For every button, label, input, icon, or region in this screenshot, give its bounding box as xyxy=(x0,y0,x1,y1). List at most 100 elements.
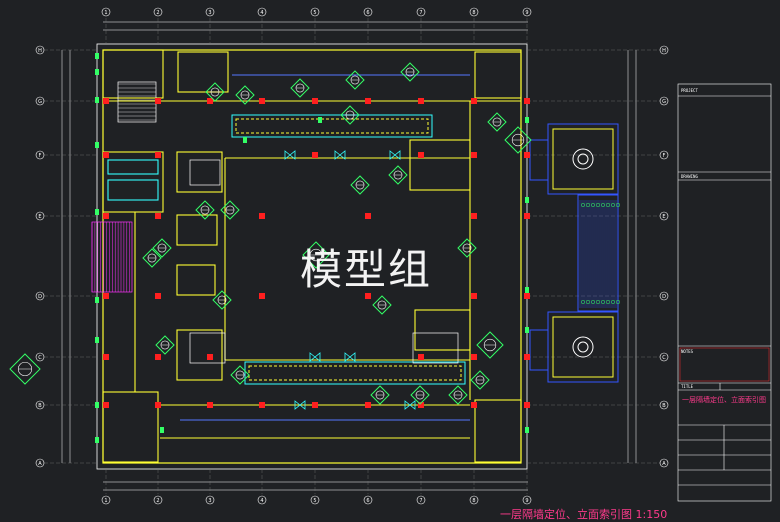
notes-label: NOTES xyxy=(681,349,694,354)
facade-block xyxy=(529,123,619,383)
notes-red-box xyxy=(679,347,770,382)
column xyxy=(312,98,318,104)
elevation-index-marker xyxy=(470,370,490,390)
grid-bubble-col: 4 xyxy=(257,7,267,17)
grid-bubble-row: A xyxy=(35,458,45,468)
grid-label-col: 9 xyxy=(525,498,528,504)
elevation-index-marker xyxy=(212,290,232,310)
grid-label-col: 5 xyxy=(313,498,316,504)
grid-bubble-col: 2 xyxy=(153,7,163,17)
grid-label-col: 2 xyxy=(156,498,159,504)
column xyxy=(471,293,477,299)
fixture xyxy=(95,297,99,303)
grid-bubble-col: 8 xyxy=(469,7,479,17)
grid-label-row: D xyxy=(38,294,42,300)
grid-bubble-col: 9 xyxy=(522,7,532,17)
fixture xyxy=(525,117,529,123)
grid-bubble-col: 6 xyxy=(363,495,373,505)
grid-label-row: H xyxy=(38,48,42,54)
door-swing xyxy=(294,400,306,410)
column xyxy=(103,354,109,360)
elevation-index-marker xyxy=(372,295,392,315)
column xyxy=(155,354,161,360)
column xyxy=(312,402,318,408)
door-swing xyxy=(404,400,416,410)
column xyxy=(207,354,213,360)
title-label: TITLE xyxy=(681,384,694,389)
column xyxy=(524,293,530,299)
grid-bubble-row: H xyxy=(35,45,45,55)
column xyxy=(259,213,265,219)
grid-label-col: 7 xyxy=(419,498,422,504)
column xyxy=(524,402,530,408)
fixture xyxy=(160,427,164,433)
grid-label-col: 3 xyxy=(208,498,211,504)
column xyxy=(418,98,424,104)
grid-label-row: F xyxy=(663,153,666,159)
column xyxy=(365,98,371,104)
fixture xyxy=(525,197,529,203)
grid-label-row: C xyxy=(38,355,42,361)
fixtures xyxy=(95,53,529,443)
column xyxy=(471,213,477,219)
grid-bubble-col: 7 xyxy=(416,7,426,17)
grid-bubble-col: 1 xyxy=(101,7,111,17)
elevation-index-marker xyxy=(410,385,430,405)
grid-label-col: 8 xyxy=(472,10,475,16)
grid-label-row: E xyxy=(662,214,665,220)
column xyxy=(418,152,424,158)
column xyxy=(155,293,161,299)
column xyxy=(103,152,109,158)
grid-label-col: 9 xyxy=(525,10,528,16)
column xyxy=(312,152,318,158)
grid-bubble-row: E xyxy=(659,211,669,221)
grid-bubble-row: E xyxy=(35,211,45,221)
grid-label-col: 4 xyxy=(260,498,263,504)
column xyxy=(155,98,161,104)
grid-label-row: A xyxy=(38,461,42,467)
elevation-index-marker xyxy=(350,175,370,195)
corridor-bands xyxy=(180,74,470,421)
grid-label-col: 2 xyxy=(156,10,159,16)
fixture xyxy=(95,337,99,343)
fixture xyxy=(95,402,99,408)
inner-wall-outline xyxy=(102,49,522,464)
elevation-index-marker xyxy=(370,385,390,405)
grid-label-col: 6 xyxy=(366,498,369,504)
column xyxy=(524,213,530,219)
grid-bubble-col: 5 xyxy=(310,7,320,17)
elevation-index-marker xyxy=(302,241,330,269)
dimension-lines xyxy=(61,21,637,491)
grid-label-col: 4 xyxy=(260,10,263,16)
stairs xyxy=(91,81,459,364)
grid-label-row: G xyxy=(662,99,666,105)
grid-label-row: E xyxy=(38,214,41,220)
elevation-index-marker xyxy=(152,238,172,258)
grid-label-row: C xyxy=(662,355,666,361)
grid-bubble-col: 5 xyxy=(310,495,320,505)
column xyxy=(418,402,424,408)
grid-label-col: 7 xyxy=(419,10,422,16)
elevation-index-marker xyxy=(504,126,532,154)
grid-label-row: B xyxy=(38,403,42,409)
fixture xyxy=(95,97,99,103)
column xyxy=(524,152,530,158)
grid-bubble-col: 8 xyxy=(469,495,479,505)
column xyxy=(471,98,477,104)
building-outline xyxy=(96,43,528,470)
column xyxy=(471,402,477,408)
elevation-index-marker xyxy=(345,70,365,90)
column xyxy=(418,354,424,360)
column xyxy=(155,402,161,408)
grid-bubble-row: H xyxy=(659,45,669,55)
drawing-label: DRAWING xyxy=(681,174,698,179)
elevation-index-marker xyxy=(448,385,468,405)
fixture xyxy=(95,209,99,215)
grid-bubble-col: 3 xyxy=(205,495,215,505)
grid-bubble-col: 4 xyxy=(257,495,267,505)
fixture xyxy=(95,437,99,443)
grid-label-row: A xyxy=(662,461,666,467)
elevation-index-markers xyxy=(9,62,532,405)
grid-bubble-row: D xyxy=(659,291,669,301)
